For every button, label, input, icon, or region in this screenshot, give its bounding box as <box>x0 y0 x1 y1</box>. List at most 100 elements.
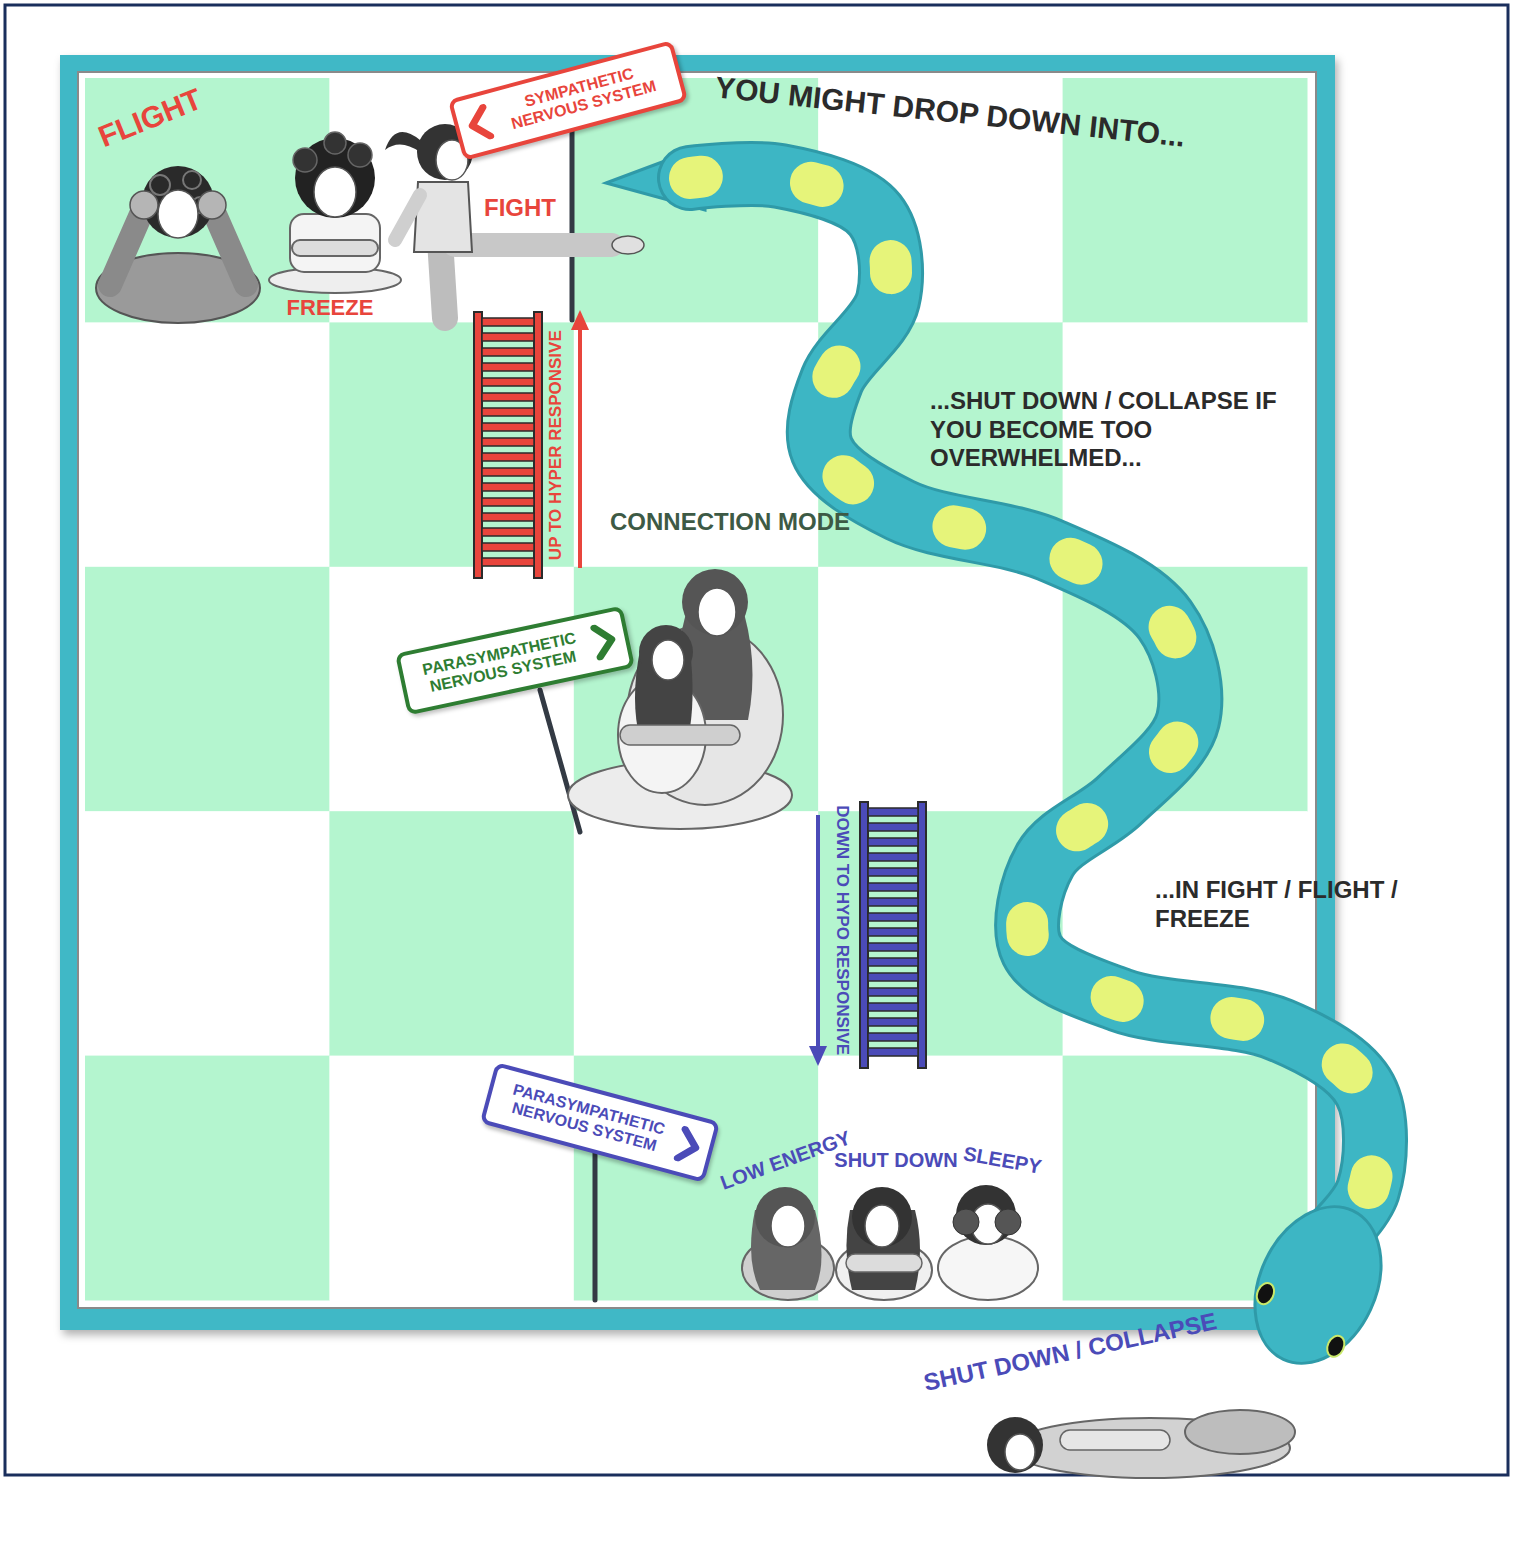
snake-head-part <box>1254 1280 1278 1307</box>
ladder-up-part <box>571 310 589 330</box>
ladder-rung <box>868 883 918 891</box>
ladder-rung <box>868 853 918 861</box>
collapse-figure <box>987 1410 1295 1478</box>
board-label: SHUT DOWN <box>834 1148 957 1172</box>
sign-chevron <box>468 107 490 140</box>
connection-figures-part <box>682 569 748 635</box>
hypo-children-part <box>755 1187 815 1247</box>
sign-chevron <box>463 103 495 144</box>
ladder-rung <box>482 438 534 446</box>
fight-child-part <box>395 195 420 240</box>
ladder-rung <box>482 483 534 491</box>
freeze-child-part <box>324 132 346 154</box>
board-label: FIGHT <box>484 194 556 223</box>
board-label: DOWN TO HYPO RESPONSIVE <box>832 805 852 1055</box>
connection-figures-part <box>620 725 740 745</box>
flight-child-part <box>198 191 226 219</box>
ladder-up-part <box>474 312 482 578</box>
sign-post-part <box>540 690 580 832</box>
sign-chevron <box>594 625 615 657</box>
board-cell <box>85 1056 330 1301</box>
hypo-children-part <box>938 1236 1038 1300</box>
hypo-children-part <box>953 1209 979 1235</box>
freeze-child-part <box>290 214 380 272</box>
snake-body <box>690 174 1375 1240</box>
collapse-figure-part <box>1185 1410 1295 1454</box>
fight-child-part <box>612 236 644 254</box>
freeze-child-part <box>314 167 356 217</box>
ladder-rung <box>868 988 918 996</box>
ladder-rung <box>482 408 534 416</box>
ladder-rung <box>868 913 918 921</box>
board-label: UP TO HYPER RESPONSIVE <box>546 330 566 560</box>
ladder-rung <box>868 943 918 951</box>
sign-post-part <box>570 120 575 320</box>
connection-figures-part <box>639 625 693 679</box>
ladder-up <box>474 310 589 578</box>
fight-child-part <box>455 233 612 257</box>
ladder-rung <box>482 498 534 506</box>
connection-figures-part <box>698 588 736 636</box>
snake-head <box>1231 1186 1405 1384</box>
flight-child-part <box>130 191 158 219</box>
hypo-children <box>742 1185 1038 1300</box>
ladder-rung <box>482 363 534 371</box>
connection-figures <box>568 569 792 829</box>
collapse-figure-part <box>1060 1430 1170 1450</box>
ladder-rung <box>482 318 534 326</box>
sign-chevron <box>590 621 621 661</box>
hypo-children-part <box>846 1254 922 1272</box>
ladder-rung <box>482 528 534 536</box>
collapse-figure-part <box>987 1417 1043 1473</box>
snake <box>606 146 1405 1384</box>
hypo-children-part <box>771 1205 805 1247</box>
ladder-up-part <box>482 318 534 566</box>
board-label: ...IN FIGHT / FLIGHT / FREEZE <box>1155 876 1485 934</box>
ladder-rung <box>482 348 534 356</box>
ladder-rung <box>868 973 918 981</box>
ladder-rung <box>868 1003 918 1011</box>
freeze-child <box>269 132 401 293</box>
ladder-rung <box>868 898 918 906</box>
ladder-rung <box>868 1018 918 1026</box>
snake-head-part <box>1231 1186 1405 1384</box>
ladder-rung <box>868 823 918 831</box>
snake-head-part <box>1324 1333 1348 1360</box>
flight-child-part <box>150 175 170 195</box>
board-cells <box>85 78 1308 1301</box>
ladder-up-part <box>534 312 542 578</box>
ladder-rung <box>868 928 918 936</box>
sign-chevron <box>673 1125 705 1166</box>
outer-border <box>5 5 1508 1475</box>
freeze-child-part <box>348 143 372 167</box>
fight-child-part <box>385 132 420 152</box>
board-cell <box>818 567 1063 812</box>
board-frame <box>60 55 1335 1330</box>
board-cell <box>85 567 330 812</box>
board-label: CONNECTION MODE <box>610 508 850 537</box>
ladder-rung <box>868 1048 918 1056</box>
flight-child-part <box>158 190 198 238</box>
connection-figures-part <box>652 640 684 680</box>
board-cell <box>818 1056 1063 1301</box>
collapse-figure-part <box>1005 1434 1035 1470</box>
ladder-rung <box>482 423 534 431</box>
ladder-down <box>809 802 926 1068</box>
hypo-children-part <box>865 1205 899 1247</box>
ladder-rung <box>482 513 534 521</box>
ladder-down-part <box>809 1046 827 1066</box>
ladder-rung <box>868 1033 918 1041</box>
sign-chevron <box>677 1129 699 1162</box>
ladder-down-part <box>918 802 926 1068</box>
hypo-children-part <box>995 1209 1021 1235</box>
board-label: ...SHUT DOWN / COLLAPSE IF YOU BECOME TO… <box>930 387 1300 473</box>
freeze-child-part <box>293 148 317 172</box>
board-cell <box>574 811 819 1056</box>
board-label: FREEZE <box>287 295 374 321</box>
ladder-rung <box>482 468 534 476</box>
snake-outline <box>690 174 1375 1240</box>
sign-post-part <box>593 1140 598 1300</box>
hypo-children-part <box>852 1187 912 1247</box>
flight-child-part <box>214 212 246 285</box>
